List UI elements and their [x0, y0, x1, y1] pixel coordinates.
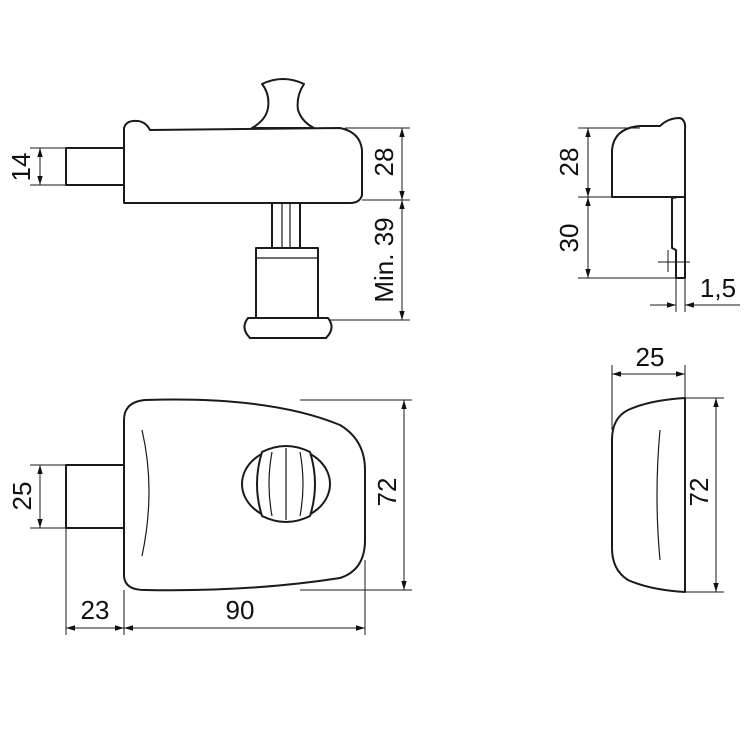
dim-bolt-length: 23 [81, 595, 110, 625]
front-view: 25 72 23 90 [7, 398, 412, 635]
side-body [611, 117, 687, 198]
dim-side-depth: 25 [636, 342, 665, 372]
dim-side-height: 72 [684, 478, 714, 507]
dim-bolt-height-top: 14 [6, 153, 36, 182]
side-body-bottom [611, 397, 686, 593]
shaft [271, 202, 301, 249]
side-view-top: 28 30 1,5 [554, 117, 740, 312]
dim-side-body-height: 28 [554, 148, 584, 177]
thumb-turn-knob[interactable] [241, 445, 331, 523]
bolt-top [65, 147, 125, 186]
dim-bolt-height-front: 25 [7, 482, 37, 511]
dim-plate-thickness: 1,5 [700, 273, 736, 303]
top-view: 14 28 Min. 39 [6, 78, 410, 339]
front-groove [141, 429, 150, 557]
side-view-bottom: 25 72 [611, 342, 724, 593]
lock-body-top [123, 119, 363, 204]
dim-cylinder-length: Min. 39 [369, 217, 399, 302]
cylinder [255, 247, 319, 319]
dim-front-height: 72 [372, 478, 402, 507]
knob-top [251, 78, 315, 129]
dim-front-width: 90 [226, 595, 255, 625]
dim-plate-height: 30 [554, 224, 584, 253]
strike-plate [671, 196, 686, 279]
bolt-front [65, 464, 125, 529]
dim-body-height-top: 28 [369, 148, 399, 177]
cylinder-cap [243, 317, 333, 339]
